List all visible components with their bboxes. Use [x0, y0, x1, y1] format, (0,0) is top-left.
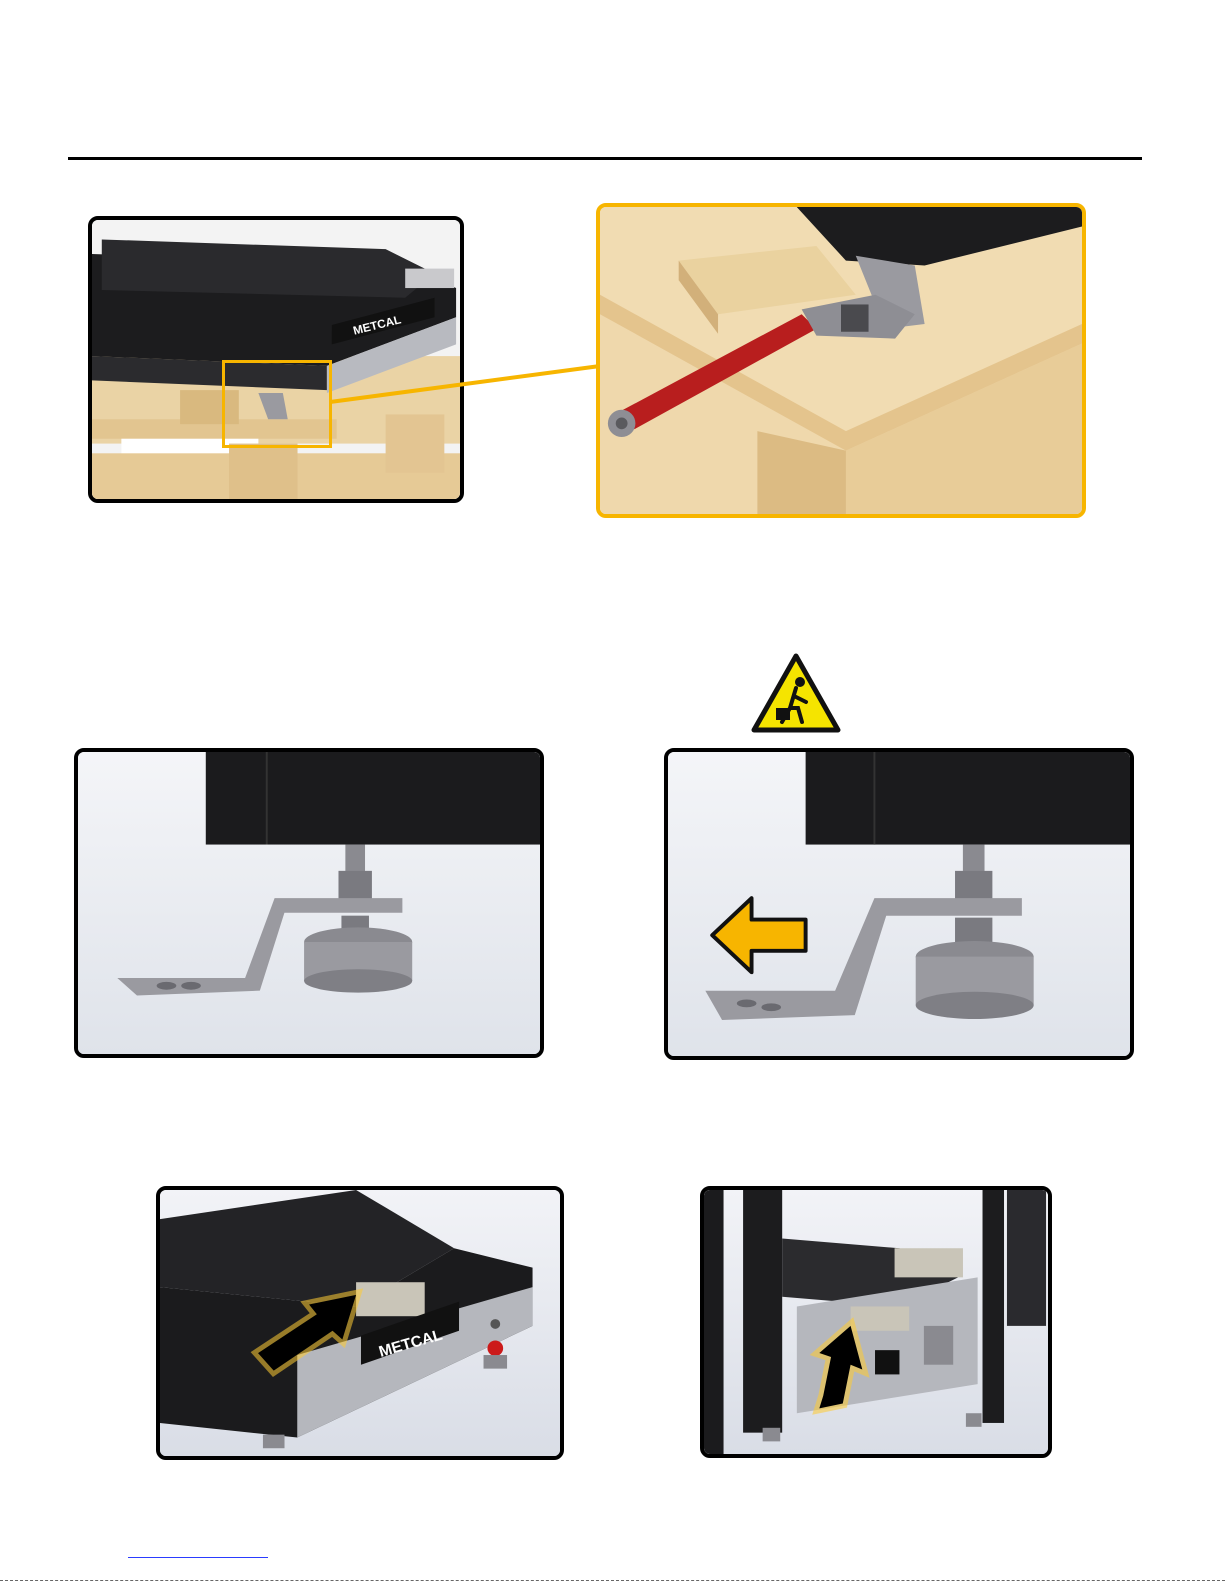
heavy-lift-warning-icon: [750, 652, 842, 734]
lift-front-image: METCAL: [156, 1186, 564, 1460]
footer-link-underline: [128, 1557, 268, 1558]
callout-connector: [330, 360, 605, 410]
bracket-callout-box: [222, 360, 332, 448]
footer-divider: [0, 1580, 1225, 1581]
wrench-closeup-image: [596, 203, 1086, 518]
bracket-removed-image: [664, 748, 1134, 1060]
header-rule: [68, 157, 1142, 160]
bracket-attached-image: [74, 748, 544, 1058]
lift-rear-image: [700, 1186, 1052, 1458]
